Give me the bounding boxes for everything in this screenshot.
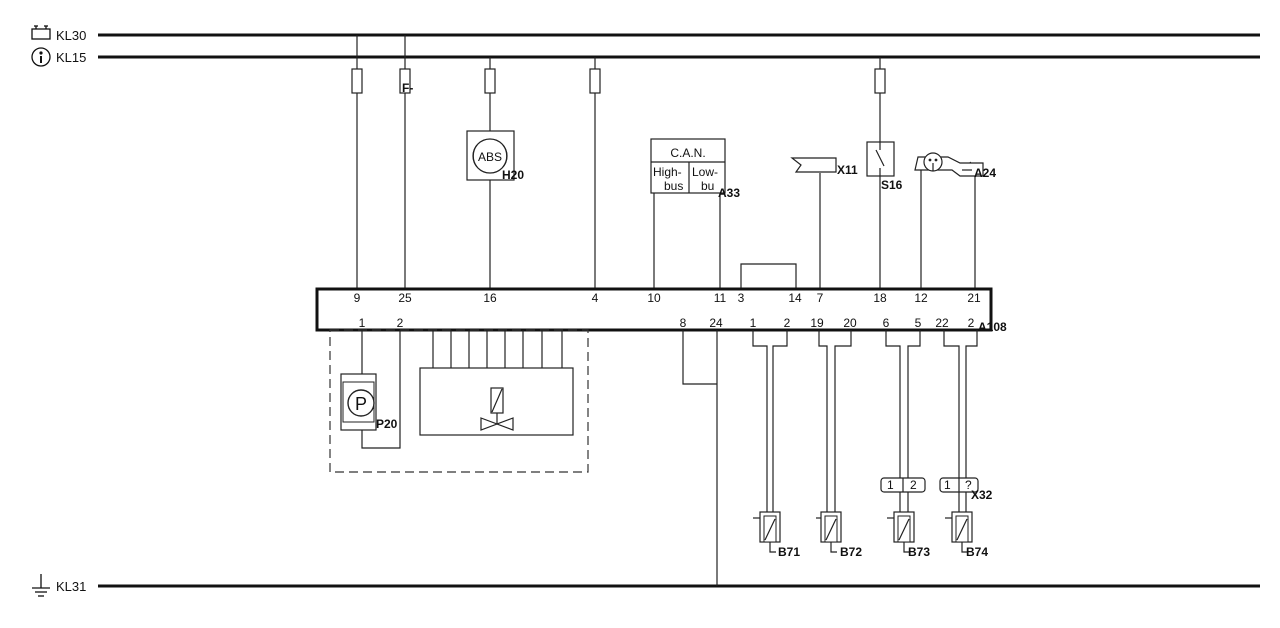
can-low-line-1: Low- [692, 165, 718, 179]
rail-label-kl30: KL30 [56, 28, 86, 43]
ecu-pin-bottom: 2 [968, 316, 975, 330]
hydraulic-unit: P P20 [329, 329, 589, 473]
battery-icon [31, 25, 51, 40]
abs-lamp-label: H20 [502, 168, 524, 182]
ecu-pin-bottom: 8 [680, 316, 687, 330]
valve-block [419, 330, 574, 436]
x32-left-pin-1: 1 [887, 478, 894, 492]
ecu-label: A108 [978, 320, 1007, 334]
fuse-pin-16 [484, 68, 496, 94]
x32-left-pin-2: 2 [910, 478, 917, 492]
sensor-label: B71 [778, 545, 800, 559]
wheel-sensor: B73 [887, 511, 930, 559]
diagnostic-connector: X11 [790, 157, 858, 177]
ecu-pin-top: 12 [914, 291, 928, 305]
ecu-pin-bottom: 2 [397, 316, 404, 330]
ecu-pin-top: 18 [873, 291, 887, 305]
ecu-pin-bottom: 5 [915, 316, 922, 330]
switch-s16-label: S16 [881, 178, 903, 192]
valve-icon [480, 417, 499, 431]
abs-warning-lamp: ABS H20 [466, 130, 524, 182]
ecu-pin-top: 4 [592, 291, 599, 305]
ecu-pin-bottom: 19 [810, 316, 824, 330]
ecu-pin-top: 9 [354, 291, 361, 305]
ignition-key-icon [31, 47, 51, 67]
x32-right-pin-1: 1 [944, 478, 951, 492]
ecu-pin-bottom: 24 [709, 316, 723, 330]
ecu-pin-bottom: 6 [883, 316, 890, 330]
brake-switch: S16 [866, 141, 903, 192]
rail-label-kl31: KL31 [56, 579, 86, 594]
abs-lamp-text: ABS [478, 150, 502, 164]
ecu-pin-bottom: 2 [784, 316, 791, 330]
pump-symbol: P [355, 394, 367, 414]
rail-kl15: KL15 [31, 47, 1260, 67]
fuse-f-label: F- [402, 81, 413, 95]
can-high-line-1: High- [653, 165, 682, 179]
can-module-label: A33 [718, 186, 740, 200]
rail-label-kl15: KL15 [56, 50, 86, 65]
x32-right-pin-2: ? [965, 478, 972, 492]
can-high-line-2: bus [664, 179, 683, 193]
fuse-pin-18 [874, 68, 886, 94]
ground-icon [32, 574, 50, 597]
fuse-pin-9 [351, 68, 363, 94]
sensor-label: B72 [840, 545, 862, 559]
ecu-pin-top: 10 [647, 291, 661, 305]
component-a24-label: A24 [974, 166, 996, 180]
ecu-pin-top: 21 [967, 291, 981, 305]
can-low-line-2: bu [701, 179, 714, 193]
wheel-sensor: B72 [816, 511, 862, 559]
ecu-pin-top: 11 [714, 291, 727, 305]
connector-x32-label: X32 [971, 488, 993, 502]
ecu-pin-bottom: 1 [750, 316, 757, 330]
wheel-sensor: B74 [945, 511, 988, 559]
ecu-pin-top: 3 [738, 291, 745, 305]
pump-motor: P P20 [340, 373, 398, 431]
rail-kl30: KL30 [31, 25, 1260, 43]
ecu-pin-bottom: 20 [843, 316, 857, 330]
can-module: C.A.N. High- bus Low- bu A33 [650, 138, 740, 200]
rail-kl31: KL31 [32, 574, 1260, 597]
ecu-pin-bottom: 1 [359, 316, 366, 330]
connector-x11-label: X11 [837, 163, 858, 177]
sensor-label: B74 [966, 545, 988, 559]
sensor-label: B73 [908, 545, 930, 559]
pump-label: P20 [376, 417, 398, 431]
ecu-pin-top: 25 [398, 291, 412, 305]
fuse-pin-4 [589, 68, 601, 94]
ecu-pin-bottom: 22 [935, 316, 949, 330]
ecu-pin-top: 16 [483, 291, 497, 305]
ecu-a108: A108 9 25 16 4 10 11 3 14 7 18 12 21 1 2… [315, 287, 1007, 334]
sensor-harnesses [752, 330, 978, 512]
ecu-pin-top: 14 [788, 291, 802, 305]
can-title: C.A.N. [670, 146, 705, 160]
component-a24: A24 [914, 152, 996, 180]
ground-wires [682, 330, 718, 586]
wheel-sensor: B71 [753, 511, 800, 559]
connector-x32: 1 2 1 ? X32 [880, 477, 993, 502]
ecu-pin-top: 7 [817, 291, 824, 305]
